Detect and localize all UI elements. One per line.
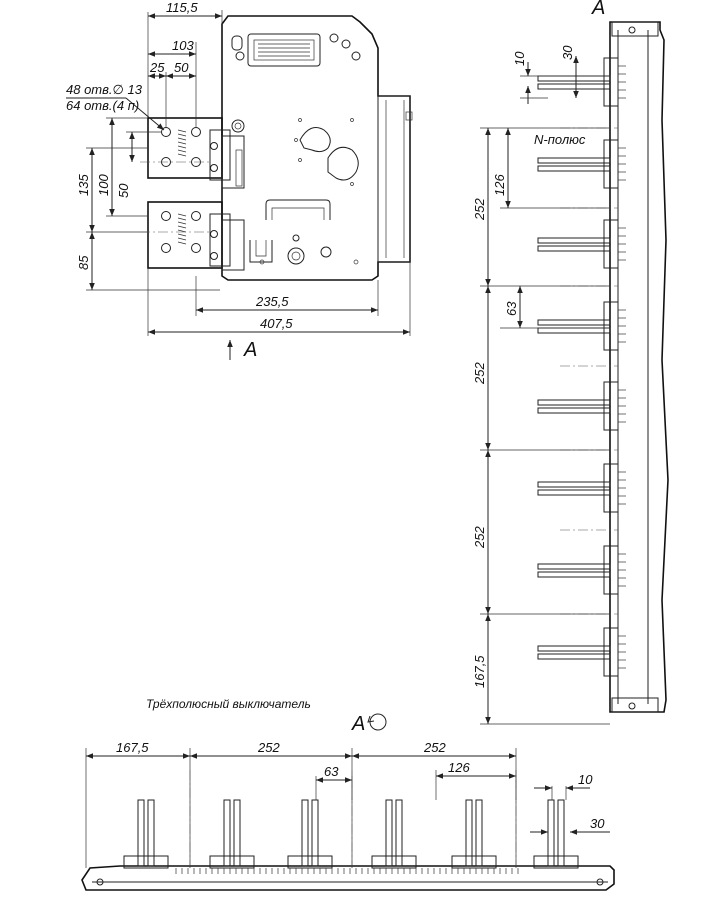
side-terminals [537, 57, 626, 677]
side-busbar [537, 399, 611, 406]
bottom-terminal-block [209, 855, 255, 869]
side-busbar [537, 319, 611, 326]
dim-25: 25 [149, 60, 165, 75]
dim-407-5: 407,5 [260, 316, 293, 331]
bottom-busbar [223, 799, 231, 867]
side-terminal-block [603, 219, 619, 269]
side-dim-252-1: 252 [472, 198, 487, 221]
side-frame [609, 21, 669, 713]
handle-bar [265, 199, 331, 220]
bottom-view: Трёхполюсный выключатель A [81, 697, 615, 891]
holes-note-1: 48 отв.∅ 13 [66, 82, 143, 97]
side-view: A 10 30 [472, 0, 669, 725]
bottom-busbar [233, 799, 241, 867]
side-terminal-block [603, 545, 619, 595]
side-dim-252-3: 252 [472, 526, 487, 549]
bottom-dim-63: 63 [324, 764, 339, 779]
earth-screw [287, 247, 305, 265]
side-dimension-lines [480, 56, 610, 725]
side-dim-167-5: 167,5 [472, 655, 487, 688]
bottom-base-rail [81, 865, 615, 891]
bottom-dim-10: 10 [578, 772, 593, 787]
side-terminal-block [603, 57, 619, 107]
bottom-busbar [547, 799, 555, 867]
bottom-dimension-lines [85, 748, 610, 868]
rear-block [377, 95, 411, 263]
side-busbar [537, 245, 611, 252]
bottom-busbar [385, 799, 393, 867]
side-dim-252-2: 252 [472, 362, 487, 385]
bottom-dim-252-2: 252 [423, 740, 446, 755]
side-dim-30: 30 [560, 45, 575, 60]
side-busbar [537, 489, 611, 496]
front-dimension-lines [66, 10, 411, 360]
dim-115-5: 115,5 [166, 0, 198, 15]
mounting-screw [231, 119, 245, 133]
bottom-busbar [465, 799, 473, 867]
side-busbar [537, 563, 611, 570]
side-terminal-block [603, 139, 619, 189]
bottom-view-label: A [351, 713, 365, 735]
bottom-terminal-block [123, 855, 169, 869]
side-busbar [537, 237, 611, 244]
dim-135: 135 [76, 174, 91, 196]
side-busbar [537, 83, 611, 90]
side-busbar [537, 165, 611, 172]
side-busbar [537, 327, 611, 334]
cam-lever-1 [299, 127, 331, 153]
side-dim-10: 10 [512, 51, 527, 66]
bottom-terminal-block [287, 855, 333, 869]
side-terminal-block [603, 463, 619, 513]
bottom-terminal-block [451, 855, 497, 869]
bottom-caption: Трёхполюсный выключатель [146, 697, 311, 711]
dim-103: 103 [172, 38, 194, 53]
side-view-label: A [591, 0, 605, 19]
dim-50-top: 50 [174, 60, 189, 75]
terminal-plate-lower [147, 201, 245, 271]
side-busbar [537, 653, 611, 660]
front-view: 115,5 103 25 50 48 отв.∅ 13 64 отв.(4 п)… [66, 0, 413, 361]
view-rotation-icon [369, 713, 387, 731]
bottom-dim-30: 30 [590, 816, 605, 831]
dim-235-5: 235,5 [255, 294, 289, 309]
side-terminal-block [603, 301, 619, 351]
bottom-terminals [123, 799, 579, 874]
bottom-busbar [395, 799, 403, 867]
side-dim-126: 126 [492, 174, 507, 196]
bottom-dim-126: 126 [448, 760, 470, 775]
side-dim-63: 63 [504, 301, 519, 316]
dim-100: 100 [96, 174, 111, 196]
bottom-busbar [147, 799, 155, 867]
holes-note-2: 64 отв.(4 п) [66, 98, 139, 113]
side-busbar [537, 571, 611, 578]
side-busbar [537, 407, 611, 414]
side-terminal-block [603, 381, 619, 431]
bottom-dim-252-1: 252 [257, 740, 280, 755]
n-pole-label: N-полюс [534, 132, 586, 147]
side-busbar [537, 157, 611, 164]
bottom-busbar [137, 799, 145, 867]
bottom-busbar [301, 799, 309, 867]
bottom-busbar [557, 799, 565, 867]
handle-window [247, 33, 321, 67]
side-busbar [537, 481, 611, 488]
u-bracket [249, 240, 273, 263]
dim-85: 85 [76, 255, 91, 270]
bottom-terminal-block [533, 855, 579, 869]
dim-50-left: 50 [116, 183, 131, 198]
view-a-label: A [243, 339, 257, 361]
bottom-busbar [311, 799, 319, 867]
side-busbar [537, 645, 611, 652]
bottom-busbar [475, 799, 483, 867]
side-terminal-block [603, 627, 619, 677]
cam-lever-2 [327, 146, 359, 181]
side-busbar [537, 75, 611, 82]
bottom-terminal-block [371, 855, 417, 869]
bottom-dim-167-5: 167,5 [116, 740, 149, 755]
